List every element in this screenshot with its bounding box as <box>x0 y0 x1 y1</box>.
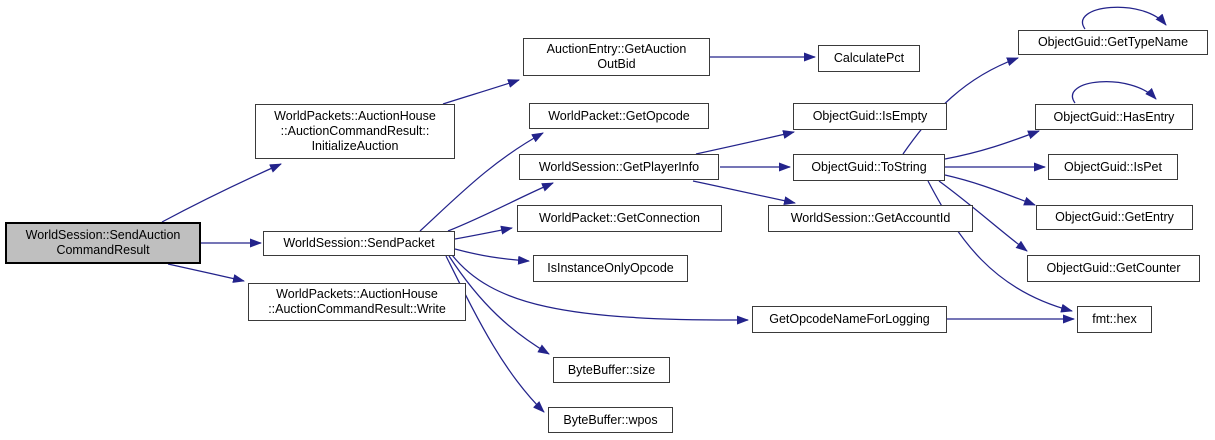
edge-send-packet-to-byte-buffer-size <box>448 255 550 355</box>
edge-to-string-to-get-counter <box>938 180 1028 252</box>
edge-send-auction-command-result-to-write <box>167 263 245 283</box>
edge-send-packet-to-get-player-info <box>447 182 554 232</box>
node-initialize-auction[interactable]: WorldPackets::AuctionHouse ::AuctionComm… <box>255 104 455 159</box>
node-get-counter[interactable]: ObjectGuid::GetCounter <box>1027 255 1200 282</box>
edge-send-packet-to-byte-buffer-wpos <box>445 255 545 413</box>
edge-send-packet-to-get-opcode <box>419 132 544 232</box>
node-get-type-name[interactable]: ObjectGuid::GetTypeName <box>1018 30 1208 55</box>
node-get-player-info[interactable]: WorldSession::GetPlayerInfo <box>519 154 719 180</box>
node-get-connection[interactable]: WorldPacket::GetConnection <box>517 205 722 232</box>
edge-get-type-name-self-loop <box>1081 6 1167 30</box>
edge-get-player-info-to-get-account-id <box>692 180 796 206</box>
node-byte-buffer-wpos[interactable]: ByteBuffer::wpos <box>548 407 673 433</box>
node-send-packet[interactable]: WorldSession::SendPacket <box>263 231 455 256</box>
edge-to-string-to-get-entry <box>944 174 1036 206</box>
node-write[interactable]: WorldPackets::AuctionHouse ::AuctionComm… <box>248 283 466 321</box>
edge-initialize-auction-to-get-auction-out-bid <box>442 79 520 105</box>
node-send-auction-command-result: WorldSession::SendAuction CommandResult <box>5 222 201 264</box>
node-get-entry[interactable]: ObjectGuid::GetEntry <box>1036 205 1193 230</box>
node-is-empty[interactable]: ObjectGuid::IsEmpty <box>793 103 947 130</box>
edge-to-string-to-fmt-hex <box>927 180 1073 313</box>
edge-send-packet-to-is-instance-only-opcode <box>454 248 530 265</box>
node-get-opcode[interactable]: WorldPacket::GetOpcode <box>529 103 709 129</box>
node-has-entry[interactable]: ObjectGuid::HasEntry <box>1035 104 1193 130</box>
node-get-account-id[interactable]: WorldSession::GetAccountId <box>768 205 973 232</box>
node-get-auction-out-bid[interactable]: AuctionEntry::GetAuction OutBid <box>523 38 710 76</box>
node-to-string[interactable]: ObjectGuid::ToString <box>793 154 945 181</box>
node-is-instance-only-opcode[interactable]: IsInstanceOnlyOpcode <box>533 255 688 282</box>
node-is-pet[interactable]: ObjectGuid::IsPet <box>1048 154 1178 180</box>
node-get-opcode-name-for-logging[interactable]: GetOpcodeNameForLogging <box>752 306 947 333</box>
edge-send-auction-command-result-to-initialize-auction <box>161 163 282 223</box>
node-byte-buffer-size[interactable]: ByteBuffer::size <box>553 357 670 383</box>
edge-to-string-to-get-type-name <box>902 57 1019 155</box>
node-calculate-pct[interactable]: CalculatePct <box>818 45 920 72</box>
edge-send-packet-to-get-opcode-name-for-logging <box>451 254 749 325</box>
edge-send-packet-to-get-connection <box>454 225 513 240</box>
edge-to-string-to-has-entry <box>944 130 1040 160</box>
node-fmt-hex[interactable]: fmt::hex <box>1077 306 1152 333</box>
edge-has-entry-self-loop <box>1071 81 1157 104</box>
edge-get-player-info-to-is-empty <box>695 130 795 155</box>
